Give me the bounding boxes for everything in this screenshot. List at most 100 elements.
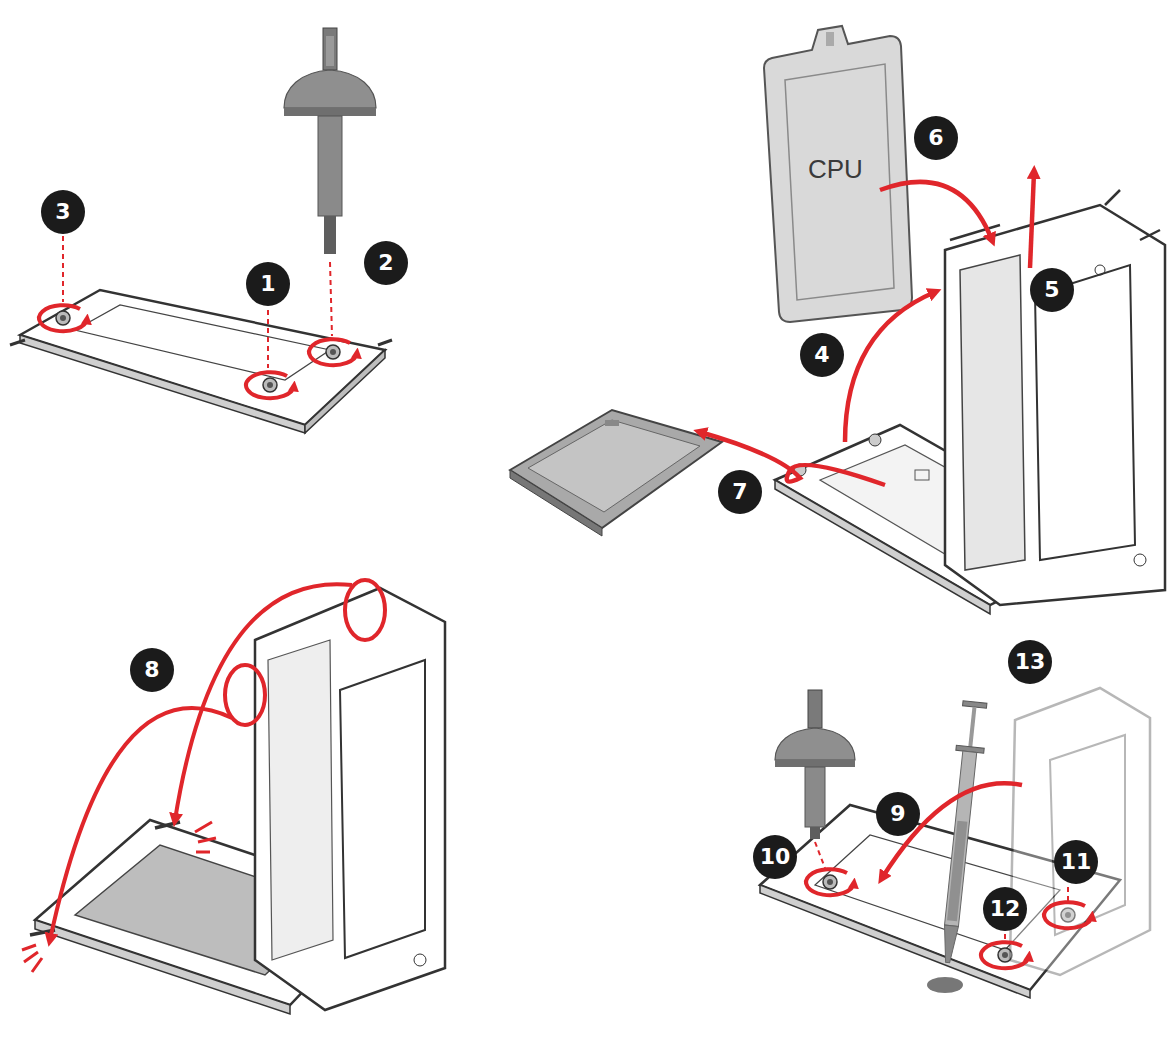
socket-plate bbox=[827, 879, 833, 885]
callout-number: 2 bbox=[364, 241, 408, 285]
leader-line bbox=[63, 236, 332, 368]
rotation-arrow bbox=[246, 372, 294, 398]
callout-number: 8 bbox=[130, 648, 174, 692]
screwdriver bbox=[810, 827, 820, 839]
click-burst bbox=[22, 945, 42, 972]
load-frame bbox=[1095, 265, 1105, 275]
screwdriver bbox=[808, 690, 822, 728]
latch-highlight bbox=[175, 584, 352, 820]
screwdriver bbox=[326, 36, 334, 66]
thermal-paste-syringe bbox=[927, 701, 989, 993]
leader-line bbox=[1004, 934, 1006, 942]
screwdriver bbox=[284, 108, 376, 116]
callout-number: 10 bbox=[753, 835, 797, 879]
latch-highlight bbox=[50, 580, 385, 940]
screwdriver bbox=[324, 216, 336, 254]
motion-arrow bbox=[880, 182, 992, 240]
thermal-paste-syringe bbox=[941, 925, 959, 963]
leader-line bbox=[267, 310, 269, 368]
screwdriver bbox=[323, 28, 337, 70]
rotation-arrow bbox=[806, 869, 854, 895]
leader-line bbox=[815, 842, 1068, 942]
thermal-paste-syringe bbox=[945, 751, 977, 927]
callout-number: 13 bbox=[1008, 640, 1052, 684]
part-label: CPU bbox=[808, 156, 863, 182]
thermal-paste-syringe bbox=[947, 821, 967, 921]
callout-number: 1 bbox=[246, 262, 290, 306]
click-burst bbox=[22, 822, 216, 972]
rotation-arrow bbox=[39, 305, 357, 398]
leader-line bbox=[330, 262, 332, 336]
latch-highlight bbox=[345, 580, 385, 640]
socket-plate bbox=[267, 382, 273, 388]
socket-plate bbox=[75, 305, 330, 380]
screwdriver bbox=[775, 690, 855, 839]
socket-cover bbox=[510, 470, 602, 536]
motion-arrow bbox=[845, 292, 935, 442]
leader-line bbox=[1067, 887, 1069, 901]
load-frame bbox=[1050, 735, 1125, 935]
socket-base bbox=[30, 822, 180, 935]
cpu-carrier bbox=[764, 26, 912, 322]
socket-plate bbox=[56, 311, 70, 325]
socket-plate bbox=[10, 290, 392, 433]
rotation-arrow bbox=[981, 942, 1029, 968]
click-burst bbox=[195, 822, 216, 852]
load-frame bbox=[945, 190, 1165, 605]
socket-plate bbox=[1002, 952, 1008, 958]
socket-plate bbox=[760, 885, 1030, 998]
callout-number: 6 bbox=[914, 116, 958, 160]
callout-number: 12 bbox=[983, 887, 1027, 931]
screwdriver bbox=[775, 728, 855, 760]
socket-plate bbox=[326, 345, 340, 359]
load-frame bbox=[945, 205, 1165, 605]
callout-number: 7 bbox=[718, 470, 762, 514]
screwdriver bbox=[318, 116, 342, 216]
screwdriver bbox=[284, 28, 376, 254]
callout-number: 9 bbox=[876, 792, 920, 836]
load-frame bbox=[255, 588, 445, 1010]
thermal-paste-syringe bbox=[968, 707, 976, 747]
load-frame bbox=[414, 954, 426, 966]
screwdriver bbox=[775, 760, 855, 767]
load-frame bbox=[255, 588, 445, 1010]
rotation-arrow bbox=[309, 339, 357, 365]
socket-plate bbox=[60, 315, 66, 321]
cpu-carrier bbox=[826, 32, 834, 46]
socket-cover bbox=[510, 410, 722, 528]
thermal-paste-syringe bbox=[934, 701, 989, 964]
socket-base bbox=[869, 434, 881, 446]
socket-plate bbox=[263, 378, 277, 392]
callout-number: 3 bbox=[41, 190, 85, 234]
thermal-paste-syringe bbox=[927, 977, 963, 993]
screwdriver bbox=[805, 767, 825, 827]
socket-plate bbox=[330, 349, 336, 355]
load-frame bbox=[1010, 688, 1150, 975]
load-frame bbox=[268, 640, 333, 960]
leader-line bbox=[62, 236, 64, 302]
socket-base bbox=[915, 470, 929, 480]
rotation-arrow bbox=[806, 783, 1092, 968]
motion-arrow bbox=[1030, 172, 1034, 268]
load-frame bbox=[1010, 688, 1150, 975]
socket-cover bbox=[510, 410, 722, 536]
leader-line bbox=[815, 842, 825, 868]
callout-number: 5 bbox=[1030, 268, 1074, 312]
screwdriver bbox=[284, 70, 376, 108]
motion-arrow bbox=[700, 172, 1034, 485]
load-frame bbox=[340, 660, 425, 958]
cpu-carrier bbox=[785, 64, 894, 300]
rotation-arrow bbox=[1044, 902, 1092, 928]
load-frame bbox=[960, 255, 1025, 570]
socket-cover bbox=[605, 420, 619, 426]
socket-plate bbox=[20, 335, 305, 433]
rotation-arrow bbox=[39, 305, 87, 331]
cpu-carrier bbox=[764, 26, 912, 322]
callout-number: 11 bbox=[1054, 840, 1098, 884]
socket-plate bbox=[823, 875, 837, 889]
load-frame bbox=[1134, 554, 1146, 566]
latch-highlight bbox=[50, 708, 232, 940]
